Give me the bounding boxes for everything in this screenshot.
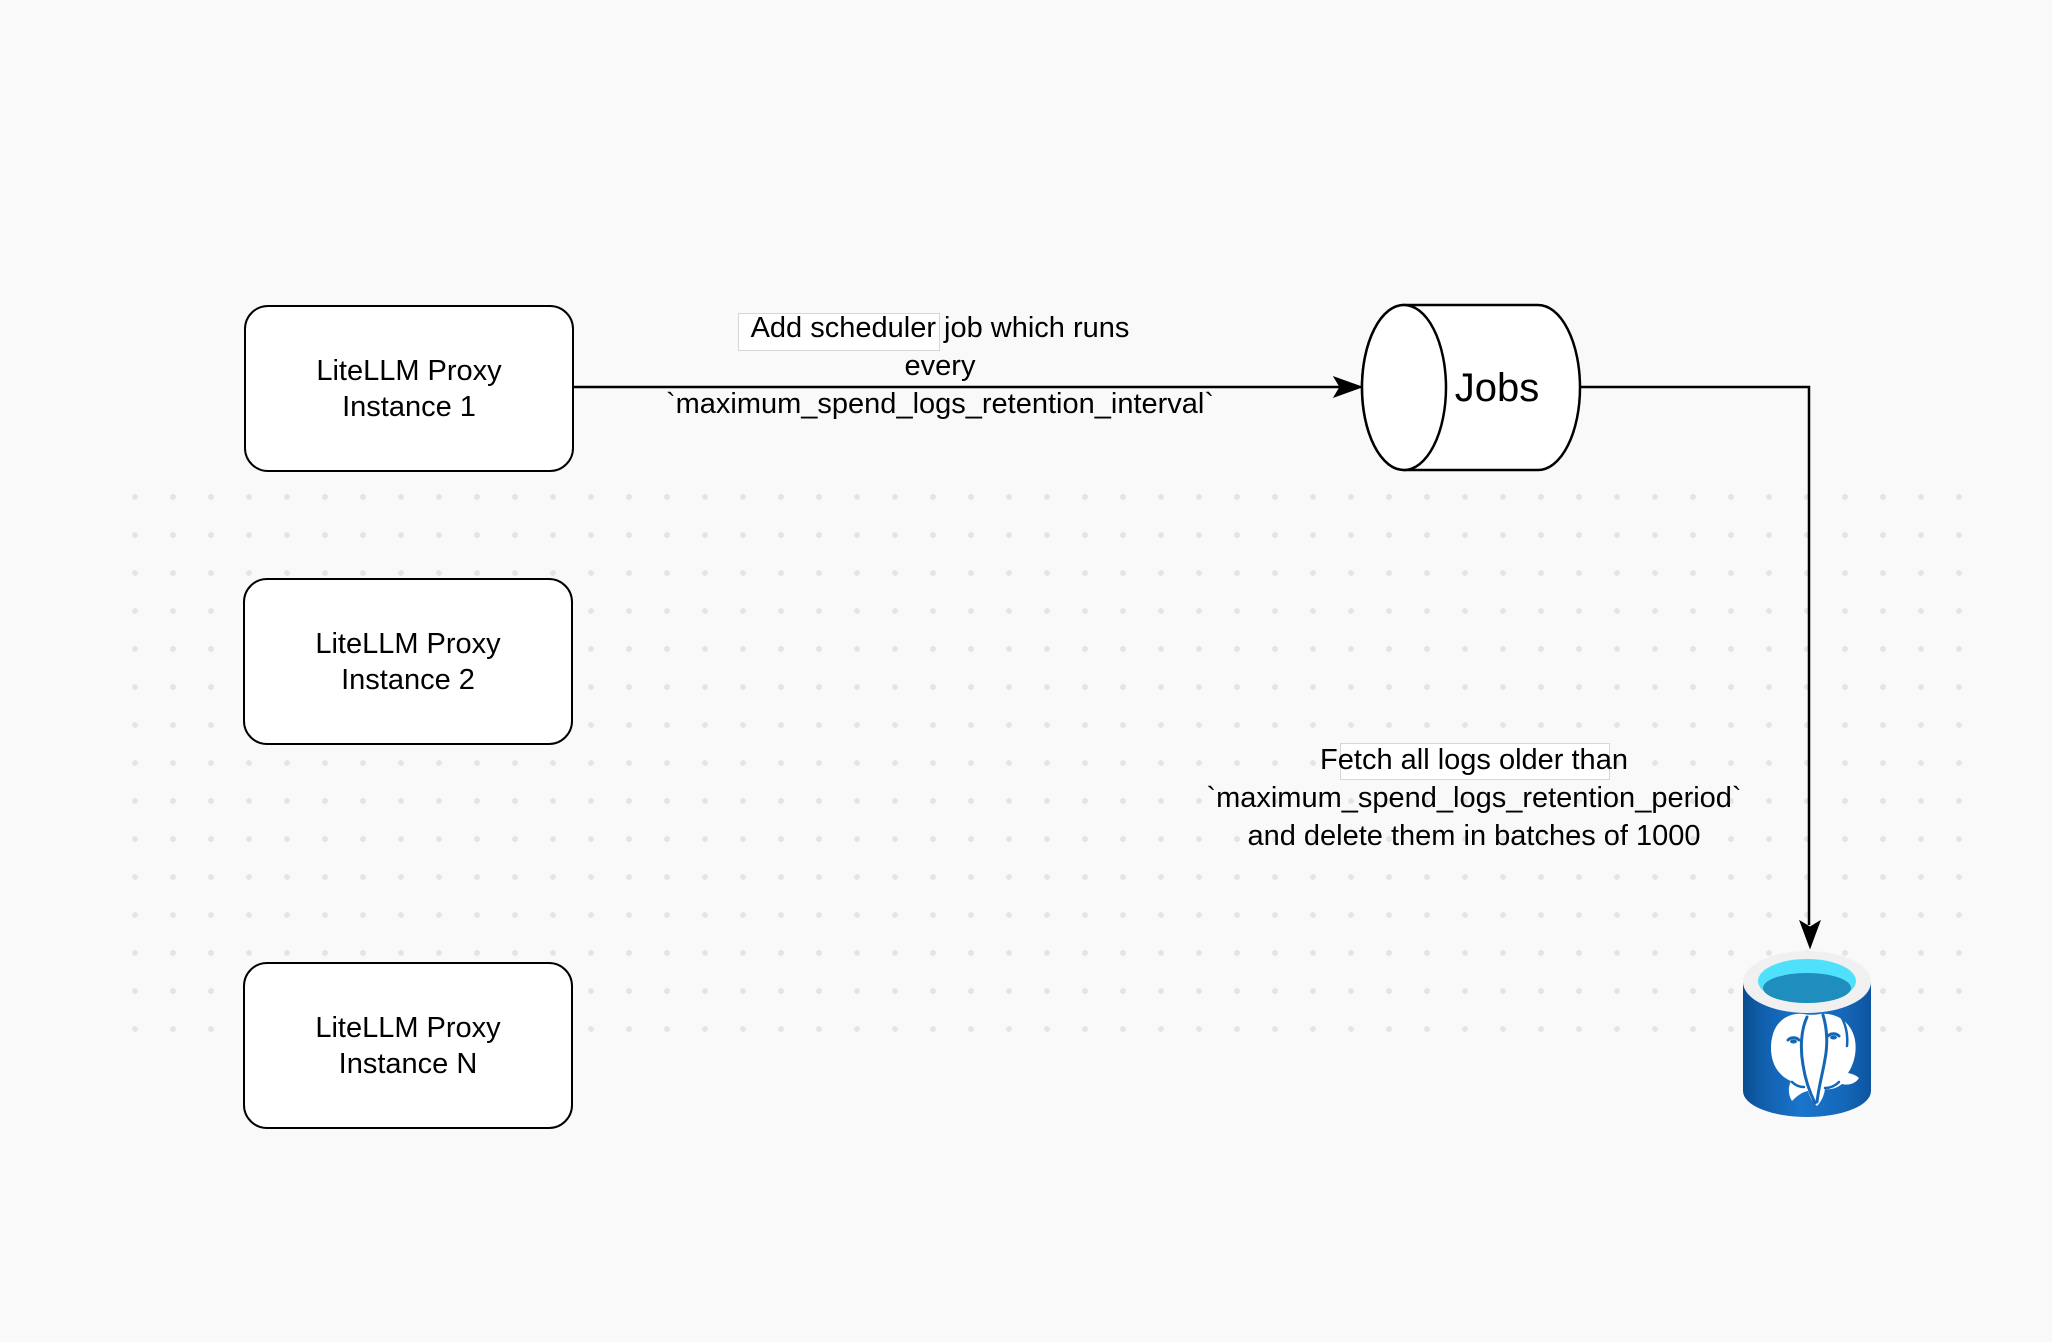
node-label-line1: LiteLLM Proxy xyxy=(315,1011,501,1044)
edge-label-background xyxy=(738,313,940,351)
edge-fetch xyxy=(1580,385,1811,925)
edge-label-line2: every `maximum_spend_logs_retention_inte… xyxy=(665,350,1215,420)
node-label-line1: LiteLLM Proxy xyxy=(315,627,501,660)
node-litellm-proxy-instance-n: LiteLLM Proxy Instance N xyxy=(243,962,573,1129)
edge-label-line3: and delete them in batches of 1000 xyxy=(1247,820,1701,852)
node-label-line2: Instance N xyxy=(338,1047,478,1080)
node-litellm-proxy-instance-1: LiteLLM Proxy Instance 1 xyxy=(244,305,574,472)
edge-label-background xyxy=(1340,743,1610,780)
node-label-line1: LiteLLM Proxy xyxy=(316,354,502,387)
jobs-node-label: Jobs xyxy=(1454,366,1540,410)
postgres-elephant-icon xyxy=(1770,1013,1859,1106)
edge-label-line2: `maximum_spend_logs_retention_period` xyxy=(1206,782,1742,814)
edge-label-fetch: Fetch all logs older than `maximum_spend… xyxy=(1174,741,1774,855)
arrowhead-right-icon xyxy=(1332,376,1364,398)
grid-dots xyxy=(116,478,1978,1048)
node-label-line2: Instance 2 xyxy=(341,663,475,696)
node-label-line2: Instance 1 xyxy=(342,390,476,423)
postgresql-icon xyxy=(1743,951,1871,1117)
db-opening-teal xyxy=(1763,973,1851,1003)
edge-label-line1: Fetch all logs older than xyxy=(1320,744,1628,776)
node-litellm-proxy-instance-2: LiteLLM Proxy Instance 2 xyxy=(243,578,573,745)
edge-label-scheduler: Add scheduler job which runs every `maxi… xyxy=(640,309,1240,423)
edge-label-line1: Add scheduler job which runs xyxy=(750,312,1130,344)
jobs-queue-cylinder xyxy=(1360,303,1582,472)
arrowhead-down-icon xyxy=(1799,919,1821,950)
